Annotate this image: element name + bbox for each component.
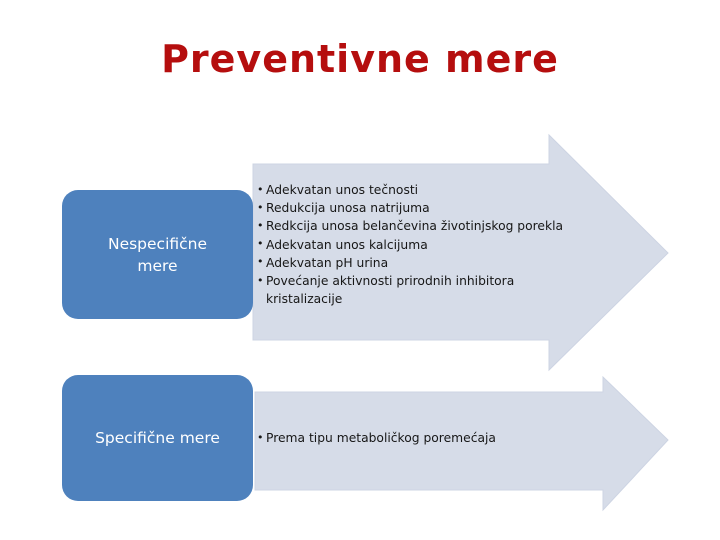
bullet-list-specificne-mere: Prema tipu metaboličkog poremećaja (257, 428, 587, 447)
list-item: Redukcija unosa natrijuma (257, 199, 587, 217)
list-item: Adekvatan unos tečnosti (257, 180, 587, 199)
list-item: Povećanje aktivnosti prirodnih inhibitor… (257, 272, 587, 308)
list-item: Adekvatan unos kalcijuma (257, 235, 587, 254)
page-title: Preventivne mere (161, 37, 559, 81)
list-item: Prema tipu metaboličkog poremećaja (257, 428, 587, 447)
list-item: Redkcija unosa belančevina životinjskog … (257, 217, 587, 235)
list-item: Adekvatan pH urina (257, 253, 587, 272)
label-box-nespecificne-mere[interactable]: Nespecifične mere (62, 190, 253, 319)
label-box-specificne-text: Specifične mere (95, 429, 220, 447)
label-box-specificne-mere[interactable]: Specifične mere (62, 375, 253, 501)
bullet-list-nespecificne-mere: Adekvatan unos tečnosti Redukcija unosa … (257, 180, 587, 308)
label-box-nespecificne-text: Nespecifične mere (107, 234, 208, 275)
